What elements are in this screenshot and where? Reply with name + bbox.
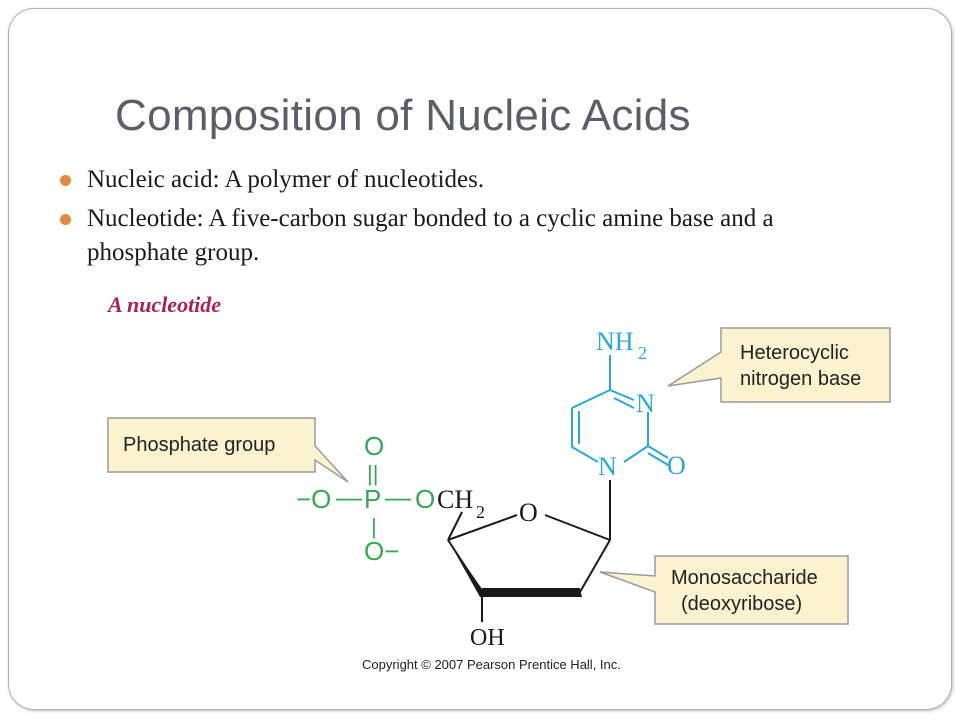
bullet-item: Nucleic acid: A polymer of nucleotides. [59, 163, 879, 197]
phosphate-callout: Phosphate group [107, 417, 349, 483]
base-callout-line1: Heterocyclic [740, 342, 849, 364]
bullet-dot-icon [60, 175, 71, 186]
atom-o-carbonyl: O [667, 451, 686, 480]
atom-o-ring: O [519, 498, 538, 527]
sugar-bold-bond [482, 588, 580, 597]
base-callout-line2: nitrogen base [740, 368, 861, 390]
base-callout: Heterocyclic nitrogen base [667, 327, 891, 403]
atom-ch-sub: 2 [476, 502, 485, 522]
atom-o-bridge: O [415, 484, 435, 514]
phosphate-callout-label: Phosphate group [123, 434, 275, 456]
sugar-callout-line1: Monosaccharide [671, 567, 818, 589]
bond-dash-right: — [385, 482, 411, 512]
atom-n-ring-bottom: N [598, 452, 617, 481]
base-atoms: NH 2 N N O [596, 327, 686, 481]
atom-o-minus-left: −O [296, 484, 331, 514]
atom-ch: CH [437, 485, 473, 514]
sugar-callout: Monosaccharide (deoxyribose) [599, 555, 849, 625]
page-title: Composition of Nucleic Acids [115, 91, 691, 140]
base-ring [571, 355, 669, 466]
figure-caption: A nucleotide [106, 292, 221, 317]
sugar-callout-line2: (deoxyribose) [681, 593, 802, 615]
double-bond: || [367, 461, 378, 486]
bullet-list: Nucleic acid: A polymer of nucleotides. … [59, 163, 879, 275]
copyright-notice: Copyright © 2007 Pearson Prentice Hall, … [362, 657, 621, 672]
bullet-text: Nucleic acid: A polymer of nucleotides. [87, 166, 485, 193]
bullet-item: Nucleotide: A five-carbon sugar bonded t… [59, 202, 879, 270]
atom-p: P [364, 484, 381, 514]
bullet-text: Nucleotide: A five-carbon sugar bonded t… [87, 205, 774, 266]
atom-o-top: O [364, 431, 384, 461]
atom-n-ring-top: N [636, 389, 655, 418]
atom-nh-sub: 2 [638, 343, 647, 363]
bond-dash-left: — [336, 482, 362, 512]
bullet-dot-icon [60, 214, 71, 225]
bond-pipe-bottom: | [371, 514, 377, 539]
atom-nh: NH [596, 327, 634, 356]
atom-oh: OH [470, 625, 505, 651]
atom-o-minus-bottom: O− [364, 536, 399, 566]
phosphate-group: O || −O — P — | O− O [296, 431, 435, 566]
